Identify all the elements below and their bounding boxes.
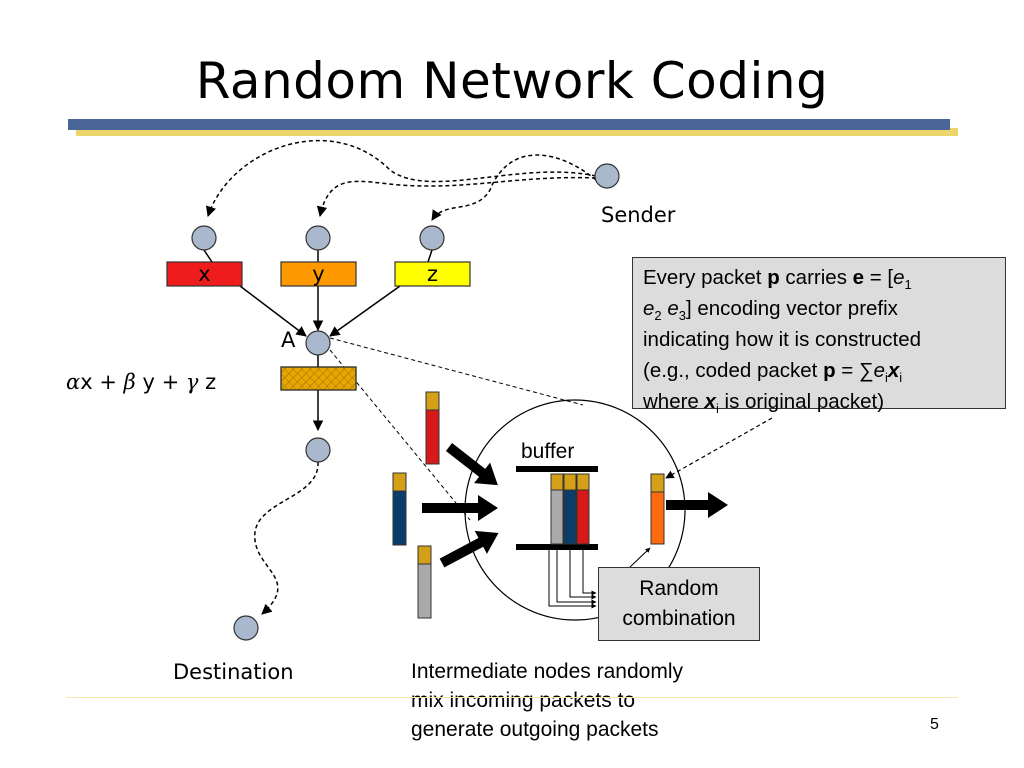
callout-text: = [ <box>864 266 894 289</box>
callout-line-2: e2 e3] encoding vector prefix <box>643 293 997 324</box>
coef-symbol: e <box>873 359 885 382</box>
callout-text: (e.g., coded packet <box>643 359 824 382</box>
callout-text: Every packet <box>643 266 768 289</box>
subscript: 1 <box>904 277 912 293</box>
title-underline <box>68 119 958 136</box>
subscript: i <box>884 370 888 386</box>
outgoing-arrow <box>666 492 728 518</box>
packet-x-label: x <box>198 262 211 286</box>
linear-combination-label: αx + β y + γ z <box>66 370 216 394</box>
mix-lines <box>548 547 651 609</box>
subscript: i <box>899 370 903 386</box>
callout-text: = ∑ <box>835 359 874 382</box>
packet-z-box <box>394 261 471 287</box>
combo-plus: + <box>161 370 180 394</box>
callout-line-5: where xi is original packet) <box>643 386 997 417</box>
sender-node <box>594 163 620 189</box>
node-a <box>305 330 331 356</box>
combo-y: y <box>142 370 155 394</box>
original-packet-symbol: x <box>887 359 900 382</box>
random-combination-box: Random combination <box>598 567 760 641</box>
original-packet-symbol: x <box>704 390 716 413</box>
node-a-label: A <box>281 328 296 352</box>
packet-x-box <box>166 261 243 287</box>
source-node-y <box>305 225 331 251</box>
callout-line-1: Every packet p carries e = [e1 <box>643 262 997 293</box>
subscript: 2 <box>654 308 662 324</box>
alpha-symbol: α <box>66 370 81 394</box>
gamma-symbol: γ <box>185 370 199 394</box>
source-node-x <box>191 225 217 251</box>
coef-symbol: e <box>643 297 655 320</box>
packet-symbol: p <box>767 266 780 289</box>
destination-link <box>254 461 319 615</box>
outgoing-packet <box>650 473 665 545</box>
coef-symbol: e <box>667 297 679 320</box>
incoming-packet-navy <box>392 472 407 546</box>
encoding-vector-callout: Every packet p carries e = [e1 e2 e3] en… <box>632 257 1006 415</box>
sender-links <box>206 139 597 221</box>
subscript: i <box>715 401 719 417</box>
buffer-label: buffer <box>521 440 575 463</box>
callout-text: ] encoding vector prefix <box>685 297 898 320</box>
zoom-lines <box>329 337 584 521</box>
caption-line-3: generate outgoing packets <box>411 718 659 741</box>
downstream-node <box>305 437 331 463</box>
callout-line-3: indicating how it is constructed <box>643 328 922 351</box>
combo-z: z <box>205 370 217 394</box>
incoming-packet-gray <box>417 545 432 619</box>
caption-line-1: Intermediate nodes randomly <box>411 660 683 683</box>
random-combination-line-2: combination <box>622 607 736 630</box>
callout-text: where <box>643 390 705 413</box>
page-number: 5 <box>930 716 939 733</box>
buffer <box>516 466 598 550</box>
callout-pointer <box>665 417 773 479</box>
packet-y-label: y <box>312 262 325 286</box>
vector-symbol: e <box>852 266 865 289</box>
subscript: 3 <box>678 308 686 324</box>
beta-symbol: β <box>123 370 136 394</box>
destination-label: Destination <box>173 660 294 684</box>
callout-text: carries <box>779 266 853 289</box>
packet-symbol: p <box>823 359 836 382</box>
source-node-z <box>419 225 445 251</box>
tree-edges <box>203 249 433 432</box>
slide-title: Random Network Coding <box>195 52 829 110</box>
footer-divider <box>66 697 958 698</box>
combo-x: x <box>80 370 93 394</box>
incoming-arrows <box>422 443 499 568</box>
combo-plus: + <box>99 370 117 394</box>
random-combination-line-1: Random <box>639 577 719 600</box>
caption: Intermediate nodes randomly mix incoming… <box>411 657 771 744</box>
callout-line-4: (e.g., coded packet p = ∑eixi <box>643 355 997 386</box>
packet-z-label: z <box>426 262 439 286</box>
coef-symbol: e <box>893 266 905 289</box>
packet-y-box <box>280 261 357 287</box>
sender-label: Sender <box>601 203 676 227</box>
callout-text: is original packet) <box>718 390 885 413</box>
destination-node <box>233 615 259 641</box>
caption-line-2: mix incoming packets to <box>411 689 636 712</box>
incoming-packet-red <box>425 391 440 465</box>
